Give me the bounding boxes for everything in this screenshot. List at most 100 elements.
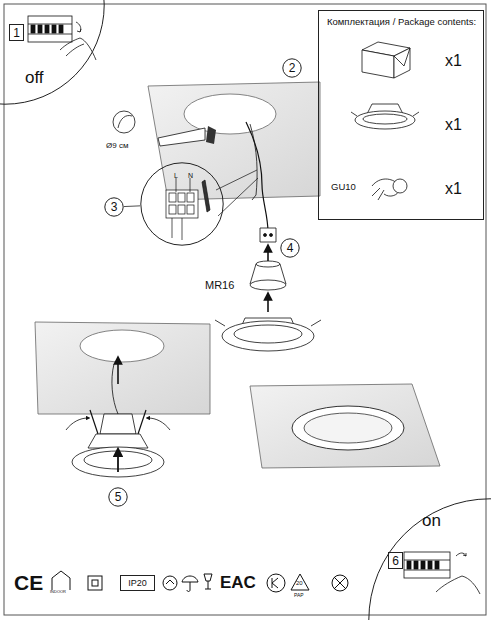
detail-leader: [216, 170, 258, 216]
breaker-off: [76, 22, 81, 32]
downlight-insert: [100, 414, 136, 434]
compliance-marks: [334, 577, 346, 589]
part-label: EAC: [220, 574, 256, 591]
compliance-marks: [272, 578, 278, 588]
ceiling-plate-install: [112, 364, 118, 414]
breaker-off: [28, 24, 72, 25]
node-text: N: [188, 172, 193, 179]
ceiling-plate-top: [206, 126, 216, 144]
terminal-block: [176, 178, 177, 192]
part-label: Ø9 см: [106, 142, 128, 150]
compliance-marks: [166, 580, 174, 584]
terminal-block: [190, 178, 191, 192]
breaker-on: [404, 552, 450, 578]
callout-number: IP20: [121, 576, 154, 590]
part-label: INDOOR: [50, 590, 66, 594]
lamp-assembly: [234, 325, 302, 343]
detail-leader: [216, 170, 257, 190]
callout-number: 5: [108, 487, 128, 507]
terminal-block: [172, 218, 173, 238]
label-box: 6: [388, 552, 403, 569]
ceiling-plate-install: [80, 330, 164, 362]
callout-circle: 2: [282, 58, 302, 78]
page-border: [4, 4, 486, 615]
terminal-block: [169, 205, 176, 214]
package-icons: [351, 112, 419, 116]
node-text: L: [174, 172, 178, 179]
terminal-block: [182, 218, 183, 240]
terminal-block: [178, 193, 185, 202]
downlight-insert: [117, 452, 119, 472]
compliance-marks: [332, 575, 348, 591]
package-icons: [394, 48, 410, 66]
node-text: x1: [445, 53, 462, 69]
part-label: 20: [296, 580, 303, 586]
callout-number: 3: [104, 197, 124, 217]
breaker-off: [60, 38, 96, 60]
ceiling-plate-top: [158, 128, 205, 146]
ceiling-plate-top: [246, 122, 268, 232]
compliance-marks: [52, 571, 70, 590]
downlight-insert: [88, 434, 148, 448]
ceiling-plate-finished: [250, 384, 440, 468]
label-box: Комплектация / Package contents:x1x1GU10…: [318, 10, 484, 220]
circle-outline: [109, 488, 127, 506]
lamp-assembly: [270, 234, 273, 237]
circle-outline: [281, 239, 299, 257]
breaker-on: [436, 576, 480, 594]
breaker-off: [45, 25, 49, 33]
node-text: GU10: [331, 182, 356, 192]
ceiling-plate-top: [148, 82, 320, 200]
terminal-block: [169, 193, 176, 202]
part-label: MR16: [205, 280, 234, 291]
lamp-assembly: [215, 320, 321, 326]
callout-circle: on6: [368, 498, 491, 620]
circle-outline: [141, 163, 223, 245]
breaker-off: [31, 25, 35, 33]
part-label: PAP: [294, 593, 304, 598]
terminal-block: [178, 205, 185, 214]
breaker-off: [28, 34, 72, 35]
ceiling-plate-top: [113, 111, 135, 133]
ceiling-plate-finished: [292, 406, 404, 450]
breaker-on: [404, 570, 450, 571]
leader-line: [124, 205, 140, 207]
circle-outline: [283, 59, 301, 77]
package-icons: [372, 188, 384, 200]
label-box: 1: [9, 24, 24, 41]
breaker-off: [28, 16, 96, 60]
package-icons: [393, 179, 407, 193]
downlight-insert: [72, 447, 164, 477]
lamp-assembly: [222, 321, 314, 351]
downlight-insert: [66, 418, 88, 430]
callout-circle: 5: [108, 487, 128, 507]
terminal-block: [166, 178, 210, 240]
breaker-on: [428, 561, 432, 569]
circle-outline: [140, 162, 224, 246]
breaker-off: [52, 25, 56, 33]
ceiling-plate-top: [184, 94, 276, 134]
lamp-assembly: [267, 296, 269, 312]
callout-number: 6: [389, 553, 402, 568]
terminal-block: [187, 193, 194, 202]
breaker-on: [456, 553, 466, 556]
ceiling-plate-finished: [304, 413, 392, 443]
compliance-marks: [52, 571, 348, 592]
circle-outline: [105, 198, 123, 216]
label-box: IP20: [120, 575, 155, 591]
node-text: Комплектация / Package contents:: [327, 17, 476, 27]
lamp-assembly: [250, 280, 286, 290]
ceiling-plate-top: [118, 116, 132, 129]
package-icons: [351, 42, 419, 200]
downlight-insert: [66, 410, 170, 477]
lamp-assembly: [267, 248, 269, 262]
compliance-marks: [92, 580, 98, 586]
circle-outline: [0, 0, 104, 104]
callout-circle: LN: [140, 162, 224, 246]
downlight-insert: [148, 418, 170, 430]
compliance-marks: [267, 574, 285, 592]
breaker-off: [38, 25, 42, 33]
